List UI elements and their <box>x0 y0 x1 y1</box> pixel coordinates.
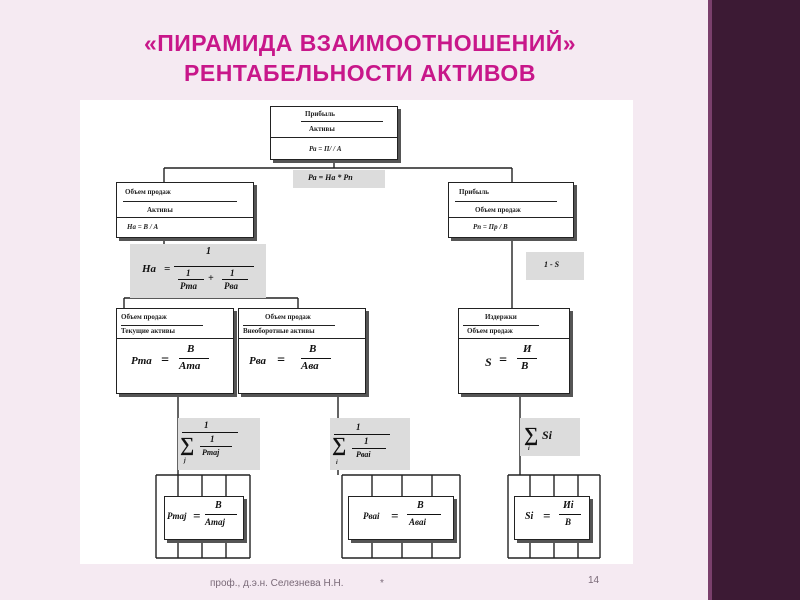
l3b-den: Aва <box>301 360 319 372</box>
bot-b-lhs: Pваi <box>363 511 380 521</box>
left-formula: На = В / А <box>127 223 159 231</box>
l3b-denominator: Внеоборотные активы <box>243 327 315 335</box>
l3a-denominator: Текущие активы <box>121 327 175 335</box>
footer-author: проф., д.э.н. Селезнева Н.Н. <box>210 578 344 589</box>
bot-a-den: Aтаj <box>205 517 226 527</box>
sum-c-term: Si <box>542 428 553 442</box>
profitability-pyramid-diagram: Прибыль Активы Ра = П/ / А Ра = На * Рп … <box>80 100 633 564</box>
left-denominator: Активы <box>147 206 173 214</box>
l3c-numerator: Издержки <box>485 313 517 321</box>
bottom-box-c: Si = Иi B <box>514 496 590 540</box>
slide-title: «ПИРАМИДА ВЗАИМООТНОШЕНИЙ» РЕНТАБЕЛЬНОСТ… <box>60 28 660 88</box>
sum-b-index: i <box>336 460 338 466</box>
left-relation-box: На = 1 1 Pта + 1 Pва <box>130 244 266 298</box>
bot-a-lhs: Pтаj <box>167 511 187 521</box>
sum-b-top: 1 <box>356 422 361 432</box>
l3c-denominator: Объем продаж <box>467 327 513 335</box>
sum-box-c: ∑ Si i <box>520 418 580 456</box>
sum-a-index: j <box>184 458 186 464</box>
sum-c-index: i <box>528 446 530 452</box>
box-cost-ratio: Издержки Объем продаж S = И B <box>458 308 570 394</box>
l3a-num: B <box>187 343 195 355</box>
l3c-num: И <box>523 343 532 355</box>
l3c-den: B <box>521 360 529 372</box>
l3b-numerator: Объем продаж <box>265 313 311 321</box>
box-fixed-assets-turnover: Объем продаж Внеоборотные активы Pва = B… <box>238 308 366 394</box>
sum-b-inner-num: 1 <box>364 436 369 446</box>
right-denominator: Объем продаж <box>475 206 521 214</box>
sum-box-a: 1 ∑ 1 Pтаj j <box>178 418 260 470</box>
bot-c-den: B <box>565 517 572 527</box>
left-relation-lhs: На <box>142 263 157 275</box>
right-formula: Рп = Пр / В <box>473 223 508 231</box>
left-relation-t1n: 1 <box>186 268 191 278</box>
bot-c-num: Иi <box>563 500 574 511</box>
top-numerator: Прибыль <box>305 110 335 118</box>
l3a-numerator: Объем продаж <box>121 313 167 321</box>
bottom-box-a: Pтаj = B Aтаj <box>164 496 244 540</box>
box-current-assets-turnover: Объем продаж Текущие активы Pта = B Aта <box>116 308 234 394</box>
l3a-lhs: Pта <box>131 355 152 367</box>
bot-b-den: Aваi <box>409 517 426 527</box>
l3b-num: B <box>309 343 317 355</box>
sum-box-b: 1 ∑ 1 Pваi i <box>330 418 410 470</box>
top-relation: Ра = На * Рп <box>308 173 353 182</box>
title-line-2: РЕНТАБЕЛЬНОСТИ АКТИВОВ <box>184 60 536 86</box>
bot-a-num: B <box>215 500 222 511</box>
sum-b-inner-den: Pваi <box>356 450 371 459</box>
l3c-lhs: S <box>485 355 492 369</box>
bot-c-lhs: Si <box>525 511 534 522</box>
page-number: 14 <box>588 575 600 586</box>
bottom-box-b: Pваi = B Aваi <box>348 496 454 540</box>
sum-a-inner-num: 1 <box>210 434 215 444</box>
sum-a-inner-den: Pтаj <box>202 448 220 457</box>
left-relation-t1d: Pта <box>180 281 197 291</box>
left-relation-t2d: Pва <box>224 281 238 291</box>
footer-mark: * <box>380 578 384 589</box>
sum-a-top: 1 <box>204 420 209 430</box>
box-asset-turnover: Объем продаж Активы На = В / А <box>116 182 254 238</box>
slide-side-band-edge <box>708 0 712 600</box>
l3b-lhs: Pва <box>249 355 267 367</box>
left-relation-num: 1 <box>206 246 211 257</box>
box-return-on-assets: Прибыль Активы Ра = П/ / А <box>270 106 398 160</box>
left-relation-t2n: 1 <box>230 268 235 278</box>
slide-side-band <box>712 0 800 600</box>
title-line-1: «ПИРАМИДА ВЗАИМООТНОШЕНИЙ» <box>143 30 577 56</box>
top-denominator: Активы <box>309 125 335 133</box>
bot-b-num: B <box>417 500 424 511</box>
top-formula: Ра = П/ / А <box>309 145 342 153</box>
right-relation-box <box>526 252 584 280</box>
box-return-on-sales: Прибыль Объем продаж Рп = Пр / В <box>448 182 574 238</box>
l3a-den: Aта <box>179 360 201 372</box>
left-numerator: Объем продаж <box>125 188 171 196</box>
right-numerator: Прибыль <box>459 188 489 196</box>
right-relation: 1 - S <box>544 260 560 269</box>
top-relation-bg <box>293 170 385 188</box>
